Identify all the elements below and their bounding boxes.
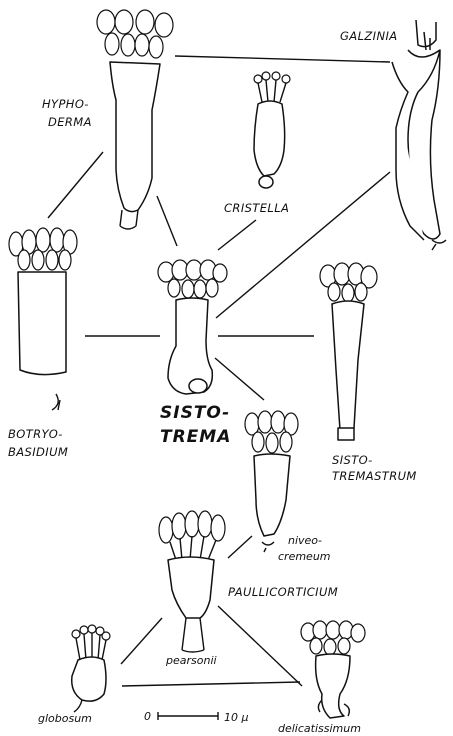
label-sistotremastrum-1: SISTO- — [332, 453, 373, 467]
line-hyphoderma-sistotrema — [157, 196, 177, 246]
label-galzinia: GALZINIA — [340, 29, 398, 43]
label-botryobasidium-2: BASIDIUM — [8, 445, 68, 459]
galzinia-basidium — [392, 20, 446, 250]
line-pearsonii-globosum — [121, 618, 162, 664]
scale-bar-length: 10 μ — [224, 711, 249, 724]
label-globosum: globosum — [38, 712, 92, 725]
line-hyphoderma-galzinia — [175, 56, 390, 62]
globosum-basidium — [72, 625, 110, 712]
label-paullicorticium: PAULLICORTICIUM — [228, 585, 338, 599]
sistotrema-basidium — [158, 260, 227, 394]
label-sistotremastrum-2: TREMASTRUM — [332, 469, 417, 483]
niveocremeum-basidium — [245, 411, 298, 552]
label-sistotrema-1: SISTO- — [160, 403, 230, 423]
label-hyphoderma-2: DERMA — [48, 115, 92, 129]
line-niveocremeum-paullicorticium — [228, 536, 252, 558]
label-delicatissimum: delicatissimum — [278, 722, 361, 735]
line-cristella-sistotrema — [218, 220, 256, 250]
label-botryobasidium-1: BOTRYO- — [8, 427, 63, 441]
delicatissimum-basidium — [301, 621, 365, 718]
hyphoderma-basidium — [97, 10, 173, 229]
label-pearsonii: pearsonii — [165, 654, 217, 667]
scale-bar: 0 10 μ — [144, 710, 249, 724]
label-niveocremeum-1: niveo- — [288, 534, 322, 547]
line-hyphoderma-botryobasidium — [48, 152, 103, 218]
pearsonii-basidium — [159, 511, 225, 652]
botryobasidium-basidium — [9, 228, 77, 410]
cristella-basidium — [254, 72, 290, 188]
line-globosum-delicatissimum — [122, 682, 300, 686]
line-pearsonii-delicatissimum — [218, 606, 302, 686]
sistotremastrum-basidium — [320, 263, 377, 440]
label-hyphoderma-1: HYPHO- — [42, 97, 89, 111]
label-cristella: CRISTELLA — [224, 201, 289, 215]
label-sistotrema-2: TREMA — [160, 427, 231, 447]
label-niveocremeum-2: cremeum — [278, 550, 331, 563]
scale-bar-zero: 0 — [144, 710, 151, 723]
line-sistotrema-niveocremeum — [215, 358, 264, 400]
